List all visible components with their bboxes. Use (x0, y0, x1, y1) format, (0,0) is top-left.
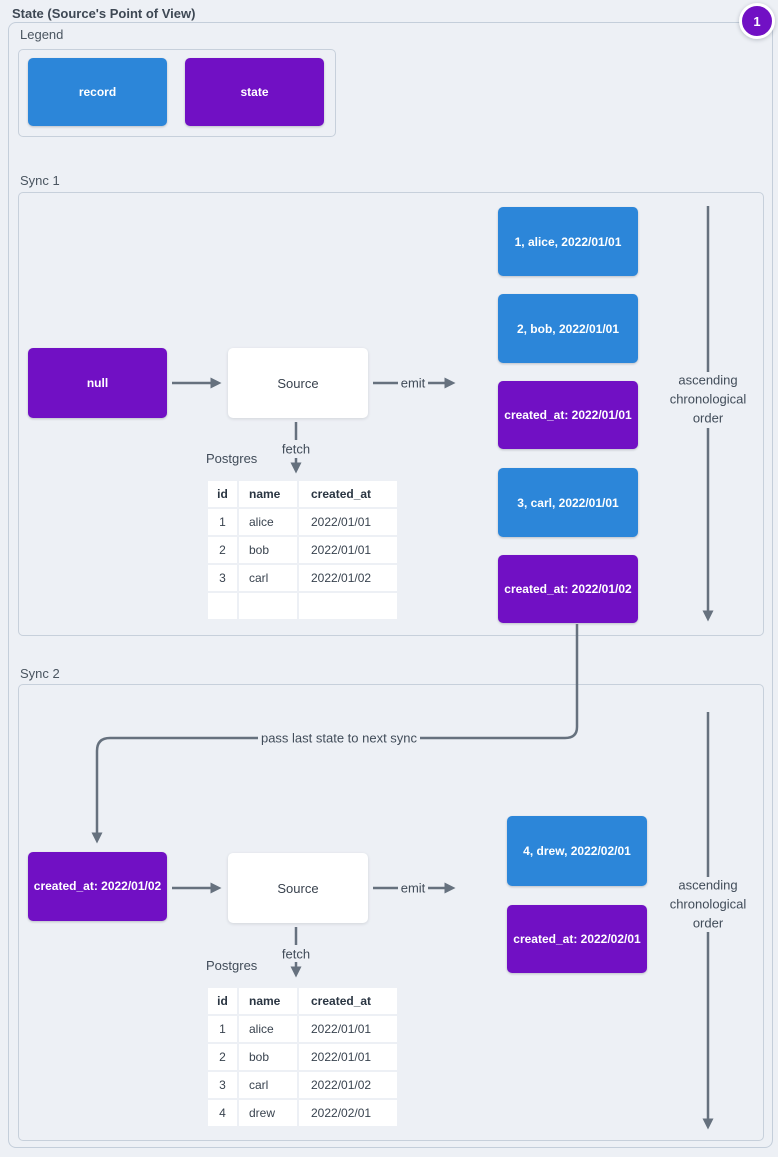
cell-id: 4 (208, 1100, 237, 1126)
cell-id: 3 (208, 1072, 237, 1098)
cell-name: carl (239, 565, 297, 591)
table-row: 1 alice 2022/01/01 (208, 509, 397, 535)
cell-name: alice (239, 509, 297, 535)
sync2-emitted-state-1: created_at: 2022/02/01 (507, 905, 647, 973)
table-row: 2 bob 2022/01/01 (208, 1044, 397, 1070)
cell-id: 2 (208, 537, 237, 563)
sync1-source-node: Source (228, 348, 368, 418)
cell-name (239, 593, 297, 619)
sync1-emitted-record-2: 2, bob, 2022/01/01 (498, 294, 638, 363)
sync1-emitted-state-2: created_at: 2022/01/02 (498, 555, 638, 623)
sync1-postgres-table: id name created_at 1 alice 2022/01/01 2 … (206, 479, 399, 621)
sync2-postgres-table: id name created_at 1 alice 2022/01/01 2 … (206, 986, 399, 1128)
legend-panel (18, 49, 336, 137)
step-badge: 1 (739, 3, 775, 39)
sync2-postgres-label: Postgres (206, 958, 258, 973)
cell-created-at: 2022/01/01 (299, 1016, 397, 1042)
table-row: 4 drew 2022/02/01 (208, 1100, 397, 1126)
sync1-postgres-label: Postgres (206, 451, 258, 466)
col-header-id: id (208, 481, 237, 507)
sync2-fetch-label: fetch (281, 946, 311, 962)
cell-name: drew (239, 1100, 297, 1126)
page-title: State (Source's Point of View) (12, 6, 196, 21)
sync1-emitted-record-1: 1, alice, 2022/01/01 (498, 207, 638, 276)
legend-record-node: record (28, 58, 167, 126)
cell-id: 3 (208, 565, 237, 591)
cell-created-at: 2022/01/01 (299, 509, 397, 535)
sync1-input-state-node: null (28, 348, 167, 418)
col-header-created-at: created_at (299, 988, 397, 1014)
table-row: 1 alice 2022/01/01 (208, 1016, 397, 1042)
sync2-label: Sync 2 (20, 666, 60, 681)
state-pov-container (8, 22, 773, 1148)
table-row: 3 carl 2022/01/02 (208, 1072, 397, 1098)
sync1-fetch-label: fetch (281, 441, 311, 457)
cell-created-at: 2022/01/02 (299, 1072, 397, 1098)
cell-id: 1 (208, 509, 237, 535)
cell-created-at: 2022/02/01 (299, 1100, 397, 1126)
table-row: 3 carl 2022/01/02 (208, 565, 397, 591)
table-row-empty (208, 593, 397, 619)
col-header-created-at: created_at (299, 481, 397, 507)
sync1-panel (18, 192, 764, 636)
cell-created-at: 2022/01/01 (299, 537, 397, 563)
cell-name: bob (239, 537, 297, 563)
sync1-order-label: ascending chronological order (669, 372, 747, 426)
sync2-order-label: ascending chronological order (669, 877, 747, 931)
sync2-emit-label: emit (400, 880, 426, 896)
legend-label: Legend (20, 27, 64, 42)
table-row: 2 bob 2022/01/01 (208, 537, 397, 563)
cell-id: 1 (208, 1016, 237, 1042)
cell-created-at: 2022/01/02 (299, 565, 397, 591)
cell-id (208, 593, 237, 619)
col-header-name: name (239, 481, 297, 507)
sync1-emit-label: emit (400, 375, 426, 391)
col-header-id: id (208, 988, 237, 1014)
cell-name: alice (239, 1016, 297, 1042)
cell-created-at (299, 593, 397, 619)
sync2-emitted-record-1: 4, drew, 2022/02/01 (507, 816, 647, 886)
col-header-name: name (239, 988, 297, 1014)
cell-name: bob (239, 1044, 297, 1070)
cell-name: carl (239, 1072, 297, 1098)
sync2-panel (18, 684, 764, 1141)
sync2-input-state-node: created_at: 2022/01/02 (28, 852, 167, 921)
sync1-emitted-state-1: created_at: 2022/01/01 (498, 381, 638, 449)
pass-state-label: pass last state to next sync (260, 730, 418, 746)
sync2-source-node: Source (228, 853, 368, 923)
table-header-row: id name created_at (208, 988, 397, 1014)
sync1-label: Sync 1 (20, 173, 60, 188)
cell-id: 2 (208, 1044, 237, 1070)
sync1-emitted-record-3: 3, carl, 2022/01/01 (498, 468, 638, 537)
legend-state-node: state (185, 58, 324, 126)
cell-created-at: 2022/01/01 (299, 1044, 397, 1070)
table-header-row: id name created_at (208, 481, 397, 507)
